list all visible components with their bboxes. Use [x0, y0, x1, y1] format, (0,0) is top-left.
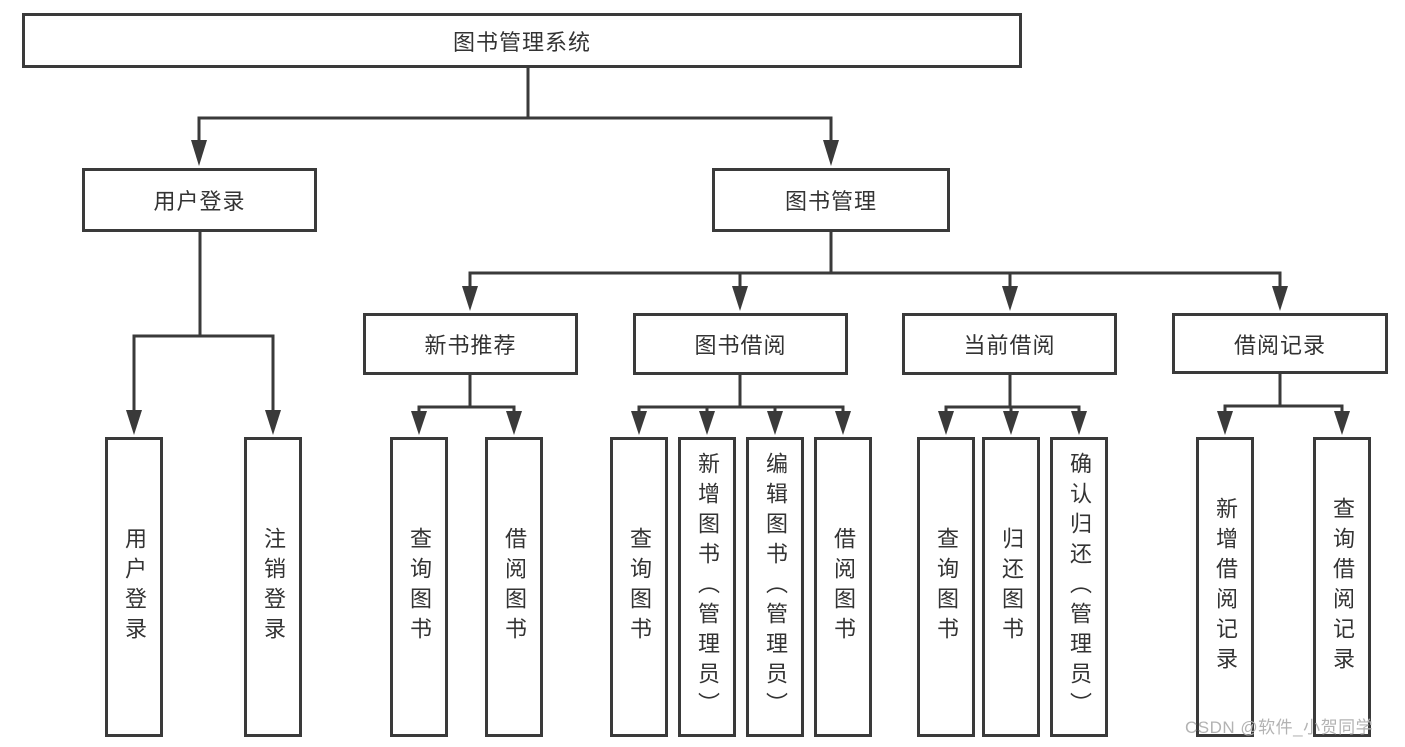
node-query-books-recommend: 查询图书 [390, 437, 448, 737]
node-root-system: 图书管理系统 [22, 13, 1022, 68]
node-add-book-admin: 新增图书（管理员） [678, 437, 736, 737]
node-query-borrow-record: 查询借阅记录 [1313, 437, 1371, 737]
node-logout-leaf: 注销登录 [244, 437, 302, 737]
node-user-login-branch: 用户登录 [82, 168, 317, 232]
node-add-borrow-record: 新增借阅记录 [1196, 437, 1254, 737]
node-user-login-leaf: 用户登录 [105, 437, 163, 737]
node-book-borrowing: 图书借阅 [633, 313, 848, 375]
node-borrow-books-recommend: 借阅图书 [485, 437, 543, 737]
node-current-borrowing: 当前借阅 [902, 313, 1117, 375]
node-edit-book-admin: 编辑图书（管理员） [746, 437, 804, 737]
node-borrowing-records: 借阅记录 [1172, 313, 1388, 374]
node-new-book-recommend: 新书推荐 [363, 313, 578, 375]
csdn-watermark: CSDN @软件_小贺同学 [1185, 718, 1374, 737]
node-confirm-return-admin: 确认归还（管理员） [1050, 437, 1108, 737]
node-return-book: 归还图书 [982, 437, 1040, 737]
node-query-books-current: 查询图书 [917, 437, 975, 737]
node-borrow-books-borrowing: 借阅图书 [814, 437, 872, 737]
node-book-management-branch: 图书管理 [712, 168, 950, 232]
node-query-books-borrowing: 查询图书 [610, 437, 668, 737]
